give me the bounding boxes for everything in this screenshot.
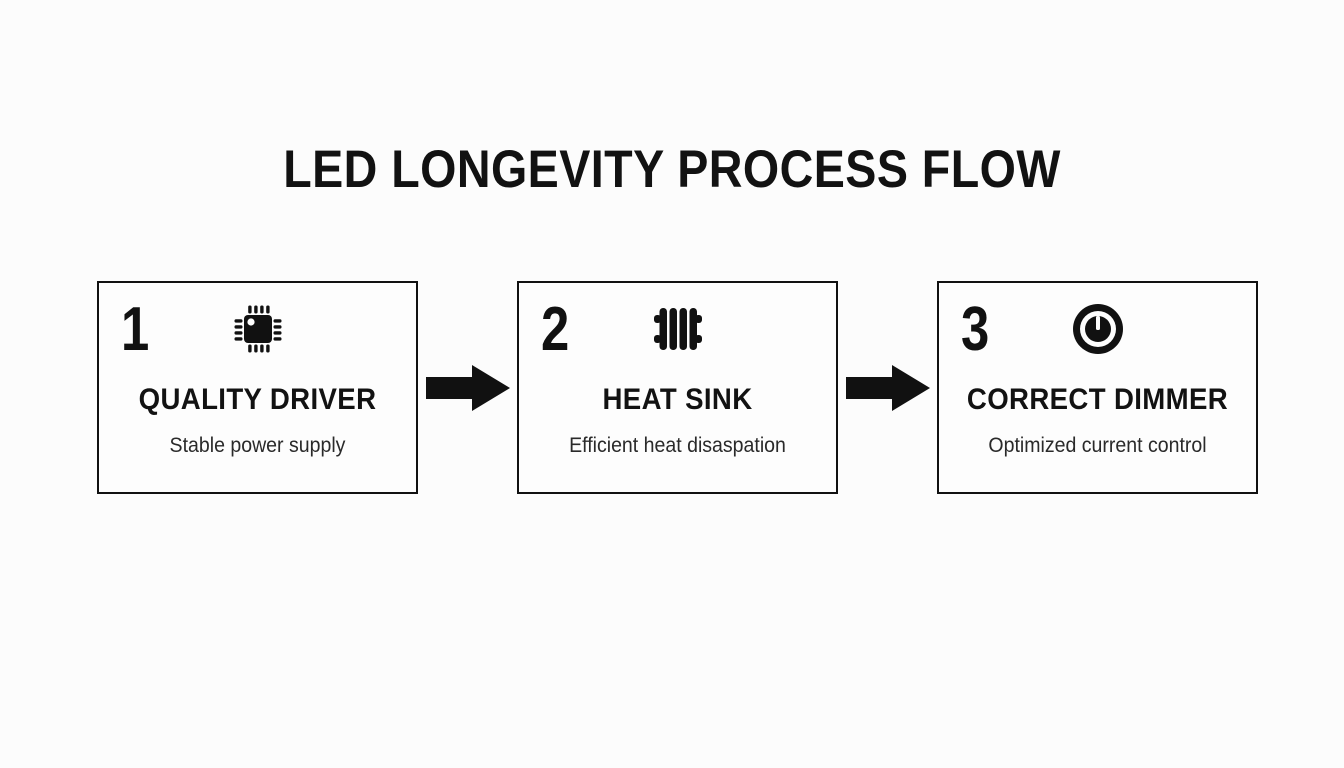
step-1-subtitle: Stable power supply [169, 434, 346, 457]
step-2-subtitle: Efficient heat disaspation [569, 434, 786, 457]
dimmer-knob-icon [1070, 301, 1126, 357]
process-step-3[interactable]: 3 CORRECT DIMMER Optimized current contr… [937, 281, 1258, 494]
step-2-number: 2 [541, 295, 570, 364]
microchip-icon [230, 301, 286, 357]
step-1-heading: QUALITY DRIVER [138, 383, 377, 416]
step-2-heading: HEAT SINK [602, 383, 753, 416]
step-3-heading: CORRECT DIMMER [966, 383, 1229, 416]
arrow-right-icon [425, 364, 510, 411]
page-title: LED LONGEVITY PROCESS FLOW [283, 140, 1061, 199]
arrow-right-icon [845, 364, 930, 411]
process-flow: 1 [97, 281, 1258, 494]
step-3-number: 3 [961, 295, 990, 364]
heat-sink-icon [650, 301, 706, 357]
step-3-header: 3 [939, 283, 1256, 379]
step-1-header: 1 [99, 283, 416, 379]
step-1-number: 1 [121, 295, 150, 364]
process-step-1[interactable]: 1 [97, 281, 418, 494]
process-step-2[interactable]: 2 [517, 281, 838, 494]
step-3-subtitle: Optimized current control [988, 434, 1207, 457]
step-2-header: 2 [519, 283, 836, 379]
